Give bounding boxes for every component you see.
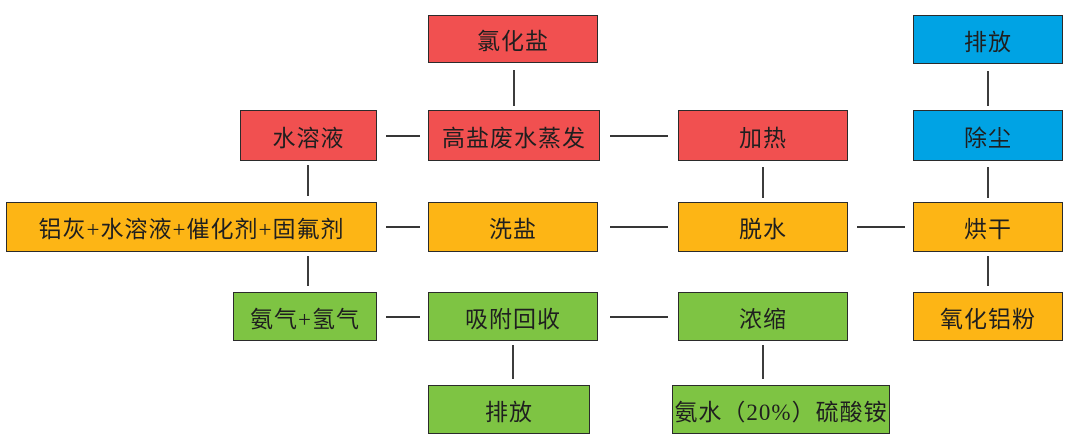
node-alumina-powder: 氧化铝粉 <box>913 292 1063 341</box>
node-ammonia-sulfate: 氨水（20%）硫酸铵 <box>672 385 890 434</box>
node-evaporation: 高盐废水蒸发 <box>428 110 600 161</box>
node-emission-top: 排放 <box>913 15 1063 64</box>
node-concentration: 浓缩 <box>678 292 848 341</box>
node-drying: 烘干 <box>913 202 1063 252</box>
node-adsorption-recovery: 吸附回收 <box>428 292 598 341</box>
node-emission-bottom: 排放 <box>428 385 590 434</box>
node-raw-mix: 铝灰+水溶液+催化剂+固氟剂 <box>6 202 377 252</box>
node-dewatering: 脱水 <box>678 202 848 252</box>
node-chloride-salt: 氯化盐 <box>428 15 598 63</box>
node-dust-removal: 除尘 <box>913 110 1063 161</box>
node-salt-washing: 洗盐 <box>428 202 598 252</box>
node-ammonia-hydrogen: 氨气+氢气 <box>233 292 377 341</box>
node-aqueous-solution: 水溶液 <box>240 110 377 161</box>
node-heating: 加热 <box>678 110 848 161</box>
